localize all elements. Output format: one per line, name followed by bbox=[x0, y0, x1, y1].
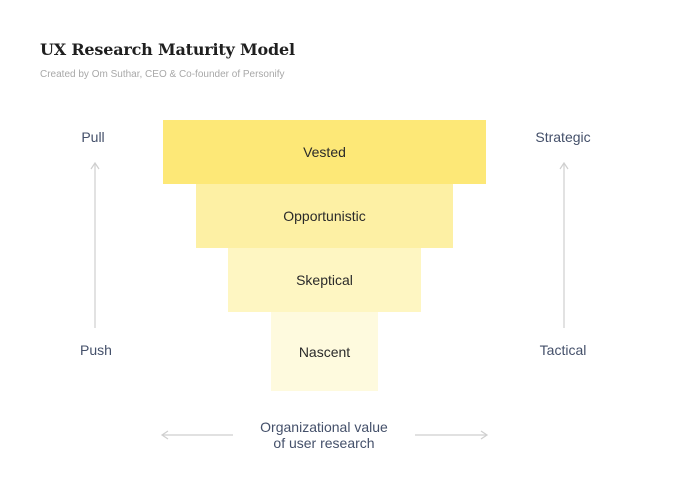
diagram-subtitle: Created by Om Suthar, CEO & Co-founder o… bbox=[40, 69, 285, 80]
bottom-caption: Organizational value of user research bbox=[244, 419, 404, 451]
bottom-right-arrowhead bbox=[480, 430, 489, 440]
tier-vested-label: Vested bbox=[303, 144, 346, 160]
left-bottom-label: Push bbox=[80, 342, 112, 358]
right-top-label: Strategic bbox=[535, 129, 591, 145]
left-axis-arrowhead bbox=[90, 161, 100, 170]
tier-skeptical: Skeptical bbox=[228, 248, 421, 312]
tier-vested: Vested bbox=[163, 120, 486, 184]
right-bottom-label: Tactical bbox=[539, 342, 587, 358]
caption-line-1: Organizational value bbox=[260, 419, 388, 435]
diagram-title: UX Research Maturity Model bbox=[40, 40, 295, 59]
tier-nascent: Nascent bbox=[271, 312, 378, 391]
bottom-left-arrowhead bbox=[160, 430, 169, 440]
caption-line-2: of user research bbox=[273, 435, 375, 451]
tier-opportunistic-label: Opportunistic bbox=[283, 208, 366, 224]
tier-skeptical-label: Skeptical bbox=[296, 272, 353, 288]
right-axis-arrowhead bbox=[559, 161, 569, 170]
left-top-label: Pull bbox=[81, 129, 105, 145]
tier-nascent-label: Nascent bbox=[298, 343, 351, 360]
tier-opportunistic: Opportunistic bbox=[196, 184, 453, 248]
